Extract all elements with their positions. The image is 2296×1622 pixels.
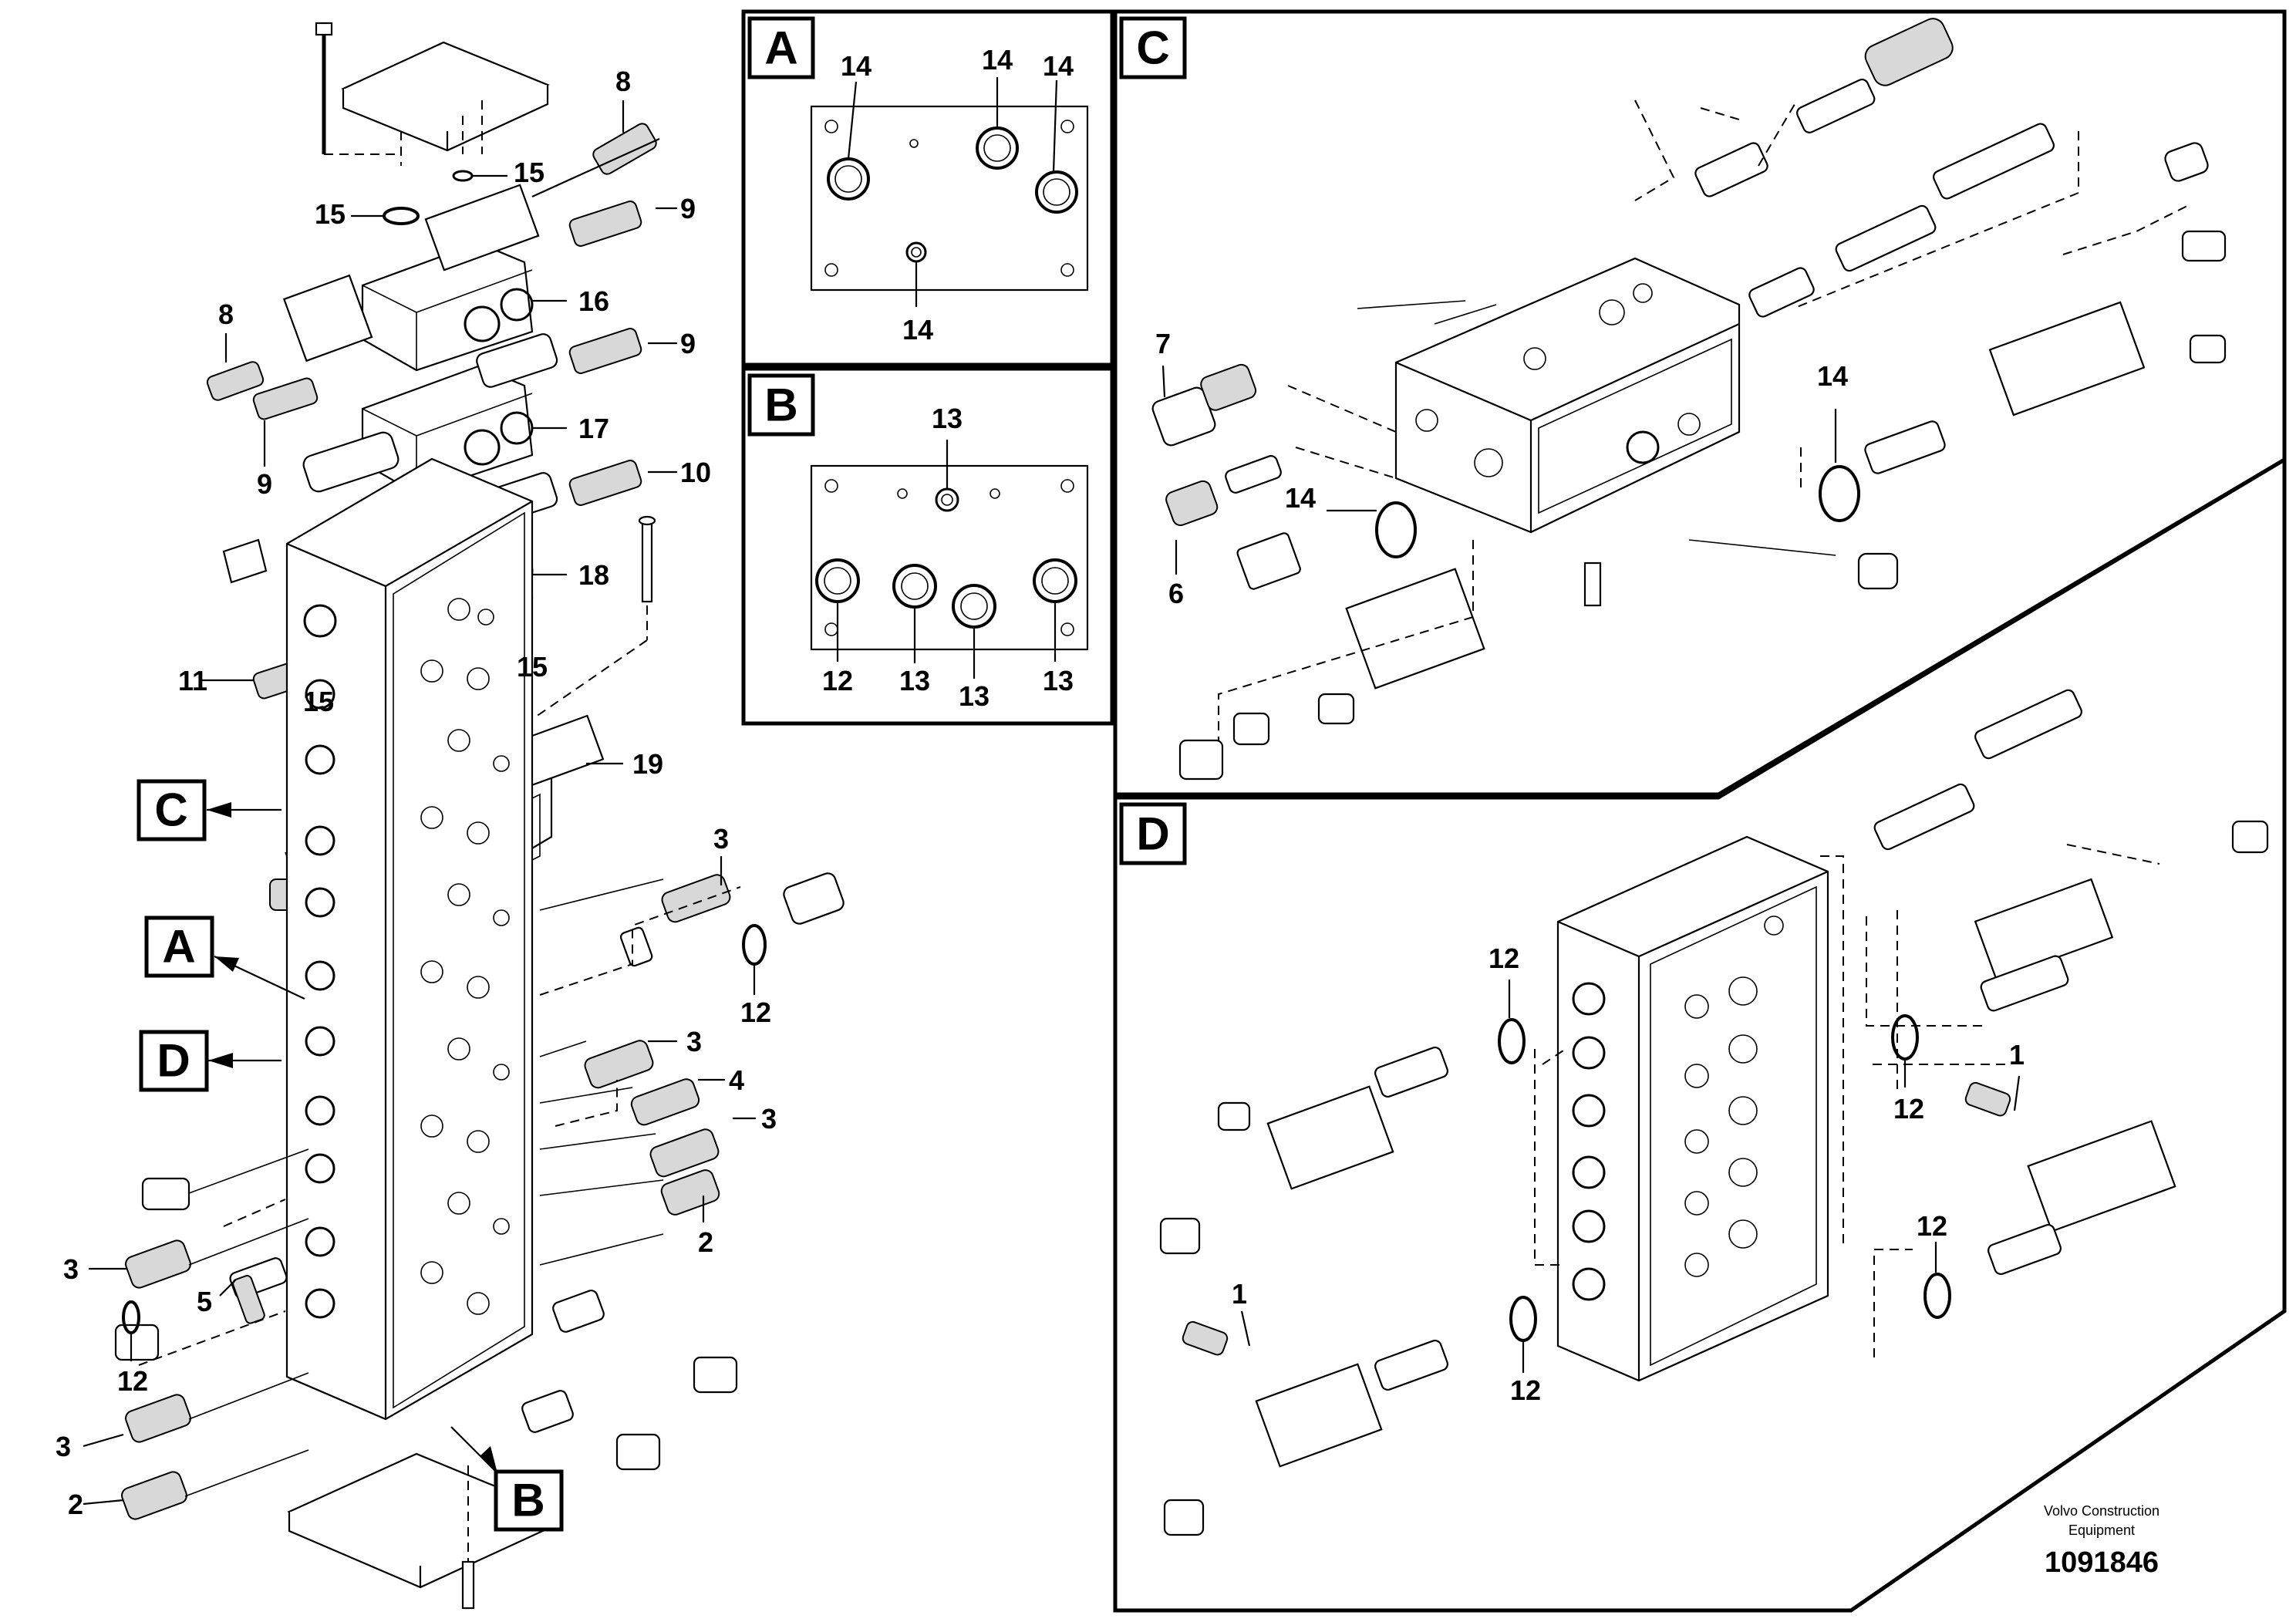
- panel-b-letter: B: [764, 379, 797, 431]
- callout-15: 15: [303, 686, 334, 717]
- callout-12: 12: [740, 996, 771, 1028]
- callout-8: 8: [218, 298, 234, 330]
- callout-13: 13: [899, 665, 930, 696]
- section-d-letter: D: [157, 1035, 190, 1087]
- panel-d-drawing: [1159, 689, 2269, 1536]
- panel-c-letter: C: [1136, 22, 1169, 74]
- panel-letter-boxes: A B C D: [747, 16, 1187, 865]
- section-letter-boxes: C A D B: [137, 779, 564, 1532]
- callout-3: 3: [686, 1026, 702, 1057]
- block-right-cartridges: [521, 872, 845, 1471]
- callout-2: 2: [68, 1489, 83, 1520]
- callout-14: 14: [1285, 482, 1316, 514]
- callout-15: 15: [315, 198, 346, 230]
- callout-14: 14: [902, 314, 933, 346]
- callout-12: 12: [1893, 1093, 1924, 1125]
- block-port-holes: [303, 598, 510, 1319]
- callout-3: 3: [63, 1253, 79, 1285]
- panel-a-plate: [810, 77, 1089, 307]
- panel-d-letter: D: [1136, 808, 1169, 860]
- panel-d-ports: [1572, 916, 1784, 1301]
- drawing-number: 1091846: [2045, 1546, 2159, 1579]
- callout-17: 17: [578, 413, 609, 444]
- callout-11: 11: [178, 665, 207, 696]
- callout-16: 16: [578, 285, 609, 317]
- callout-3: 3: [713, 823, 729, 855]
- manufacturer-line-2: Equipment: [2068, 1523, 2135, 1538]
- callout-14: 14: [841, 50, 872, 82]
- callout-19: 19: [632, 748, 663, 780]
- footer-stamp: Volvo Construction Equipment 1091846: [2044, 1503, 2159, 1579]
- callout-15: 15: [514, 157, 544, 188]
- callout-9: 9: [680, 328, 696, 359]
- callout-4: 4: [729, 1064, 744, 1096]
- callout-12: 12: [1917, 1210, 1947, 1242]
- left-callouts: 8 15 15 9 8 16 9 17 9 10 18 15 11 15 19 …: [56, 66, 777, 1520]
- top-cover-plate: [315, 22, 550, 166]
- callout-13: 13: [1043, 665, 1074, 696]
- section-b-letter: B: [511, 1475, 544, 1526]
- panel-b-plate: [810, 440, 1089, 679]
- callout-14: 14: [982, 44, 1013, 76]
- panel-d-callouts: 12 12 12 12 1 1: [1232, 943, 2025, 1406]
- callout-1: 1: [1232, 1278, 1247, 1310]
- callout-1: 1: [2009, 1039, 2025, 1071]
- panel-frames: [741, 9, 2287, 1613]
- callout-7: 7: [1155, 328, 1171, 359]
- panel-b-callouts: 13 12 13 13 13: [822, 403, 1074, 712]
- callout-18: 18: [578, 559, 609, 591]
- valve-section-17: [302, 333, 558, 495]
- left-callout-leaders: [83, 100, 756, 1506]
- callout-2: 2: [698, 1226, 713, 1258]
- callout-6: 6: [1168, 578, 1184, 609]
- callout-12: 12: [117, 1365, 148, 1397]
- callout-13: 13: [959, 680, 990, 712]
- bottom-cover-plate: [287, 1452, 550, 1610]
- panel-a-letter: A: [764, 22, 797, 74]
- section-a-letter: A: [162, 921, 195, 973]
- callout-12: 12: [1489, 943, 1519, 974]
- callout-3: 3: [761, 1103, 777, 1135]
- panel-c-drawing: [1151, 18, 2227, 781]
- callout-10: 10: [680, 457, 711, 488]
- callout-9: 9: [257, 468, 272, 500]
- panel-c-callouts: 7 14 14 6: [1155, 328, 1848, 609]
- callout-8: 8: [615, 66, 631, 97]
- callout-14: 14: [1043, 50, 1074, 82]
- main-valve-block: [285, 457, 534, 1421]
- callout-9: 9: [680, 193, 696, 224]
- section-c-letter: C: [154, 784, 187, 836]
- callout-15: 15: [517, 651, 548, 683]
- callout-13: 13: [932, 403, 963, 434]
- panel-a-callouts: 14 14 14 14: [841, 44, 1074, 346]
- callout-12: 12: [822, 665, 853, 696]
- manufacturer-line-1: Volvo Construction: [2044, 1503, 2159, 1519]
- callout-3: 3: [56, 1431, 71, 1462]
- callout-14: 14: [1817, 360, 1848, 392]
- valve-section-16: [282, 184, 540, 372]
- callout-5: 5: [197, 1286, 212, 1317]
- block-left-cartridges: [114, 1148, 309, 1520]
- callout-12: 12: [1510, 1374, 1541, 1406]
